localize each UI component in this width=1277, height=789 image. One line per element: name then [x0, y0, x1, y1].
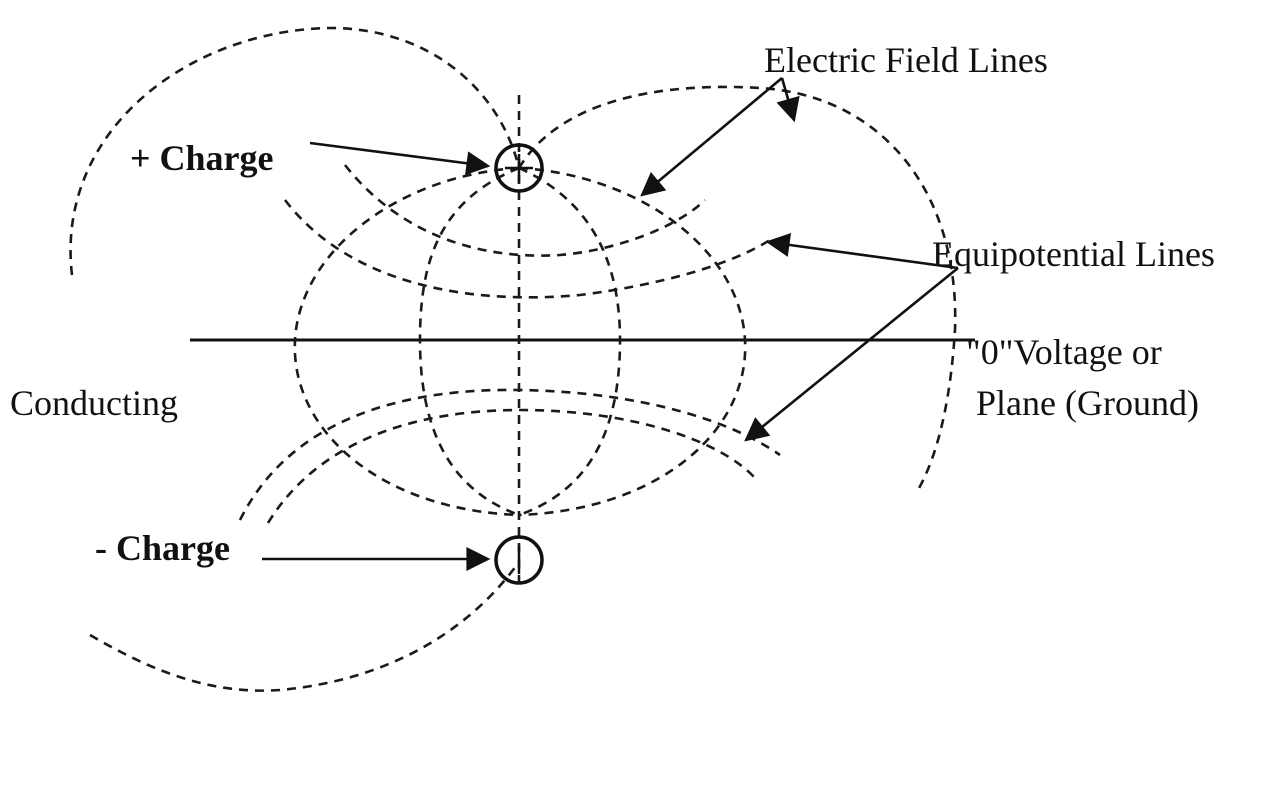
- field-line-outer-right: [517, 85, 957, 491]
- field-line-outer-left: [69, 26, 521, 276]
- label-positive-charge: + Charge: [130, 138, 274, 178]
- label-conducting: Conducting: [10, 383, 178, 423]
- field-line-inner-left-1: [418, 166, 520, 517]
- field-line-inner-right-2: [518, 166, 747, 517]
- arrow-field-lines-2: [776, 77, 800, 123]
- field-line-outer-lower: [89, 561, 521, 692]
- arrow-equipotential-2: [744, 266, 959, 442]
- equipotential-line-lower-1: [238, 388, 781, 521]
- label-electric-field-lines: Electric Field Lines: [764, 40, 1048, 80]
- field-line-inner-left-2: [293, 166, 520, 517]
- equipotential-line-upper-1: [343, 164, 706, 257]
- label-zero-voltage-line1: "0"Voltage or: [966, 332, 1162, 372]
- label-zero-voltage-line2: Plane (Ground): [976, 383, 1199, 423]
- label-negative-charge: - Charge: [95, 528, 230, 568]
- arrow-field-lines-1: [640, 77, 783, 197]
- field-line-inner-right-1: [518, 166, 622, 517]
- equipotential-line-upper-2: [283, 199, 771, 299]
- label-equipotential-lines: Equipotential Lines: [932, 234, 1215, 274]
- arrow-positive-charge: [309, 141, 491, 176]
- negative-charge-symbol: [494, 535, 544, 585]
- positive-charge-symbol: [494, 143, 544, 193]
- equipotential-line-lower-2: [266, 408, 756, 524]
- arrow-equipotential-1: [765, 233, 959, 270]
